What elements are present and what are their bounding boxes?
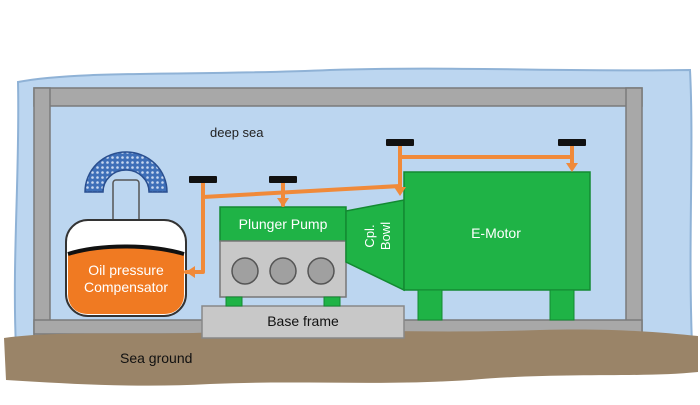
- sea-ground-label: Sea ground: [120, 350, 192, 366]
- coupling-label-line1: Cpl.: [362, 224, 377, 247]
- arrow-to-coupling: [394, 187, 406, 196]
- arrow-to-compensator: [186, 266, 195, 278]
- e-motor-foot-left: [417, 289, 443, 321]
- compensator-label-line2: Compensator: [84, 279, 168, 295]
- oil-line-arrowheads: [186, 163, 578, 278]
- sea-ground: [4, 329, 698, 386]
- sensor-left: [189, 176, 217, 183]
- sensors: [189, 139, 586, 183]
- pump-foot-left: [225, 296, 243, 307]
- pump-cylinder-3: [307, 257, 335, 285]
- base-frame: [201, 305, 405, 339]
- enclosure-frame: [33, 87, 643, 339]
- e-motor-label: E-Motor: [471, 225, 521, 241]
- pump-cylinder-2: [269, 257, 297, 285]
- oil-pressure-compensator: Oil pressure Compensator: [65, 219, 187, 317]
- e-motor-foot-right: [549, 289, 575, 321]
- arrow-to-motor: [566, 163, 578, 172]
- coupling-label-line2: Bowl: [378, 222, 393, 250]
- e-motor: E-Motor: [403, 171, 591, 321]
- sensor-top: [386, 139, 414, 146]
- deep-sea-label: deep sea: [210, 125, 264, 140]
- compensator-label-line1: Oil pressure: [88, 262, 164, 278]
- arrow-to-pump: [277, 198, 289, 207]
- pump-foot-right: [323, 296, 341, 307]
- plunger-pump-label: Plunger Pump: [239, 216, 328, 232]
- plunger-pump: Plunger Pump: [219, 206, 347, 307]
- sensor-middle: [269, 176, 297, 183]
- coupling-bowl: Cpl. Bowl: [345, 199, 405, 292]
- compensator-bellows: [84, 151, 168, 223]
- base-frame-label: Base frame: [267, 313, 339, 329]
- sensor-right: [558, 139, 586, 146]
- pump-cylinder-1: [231, 257, 259, 285]
